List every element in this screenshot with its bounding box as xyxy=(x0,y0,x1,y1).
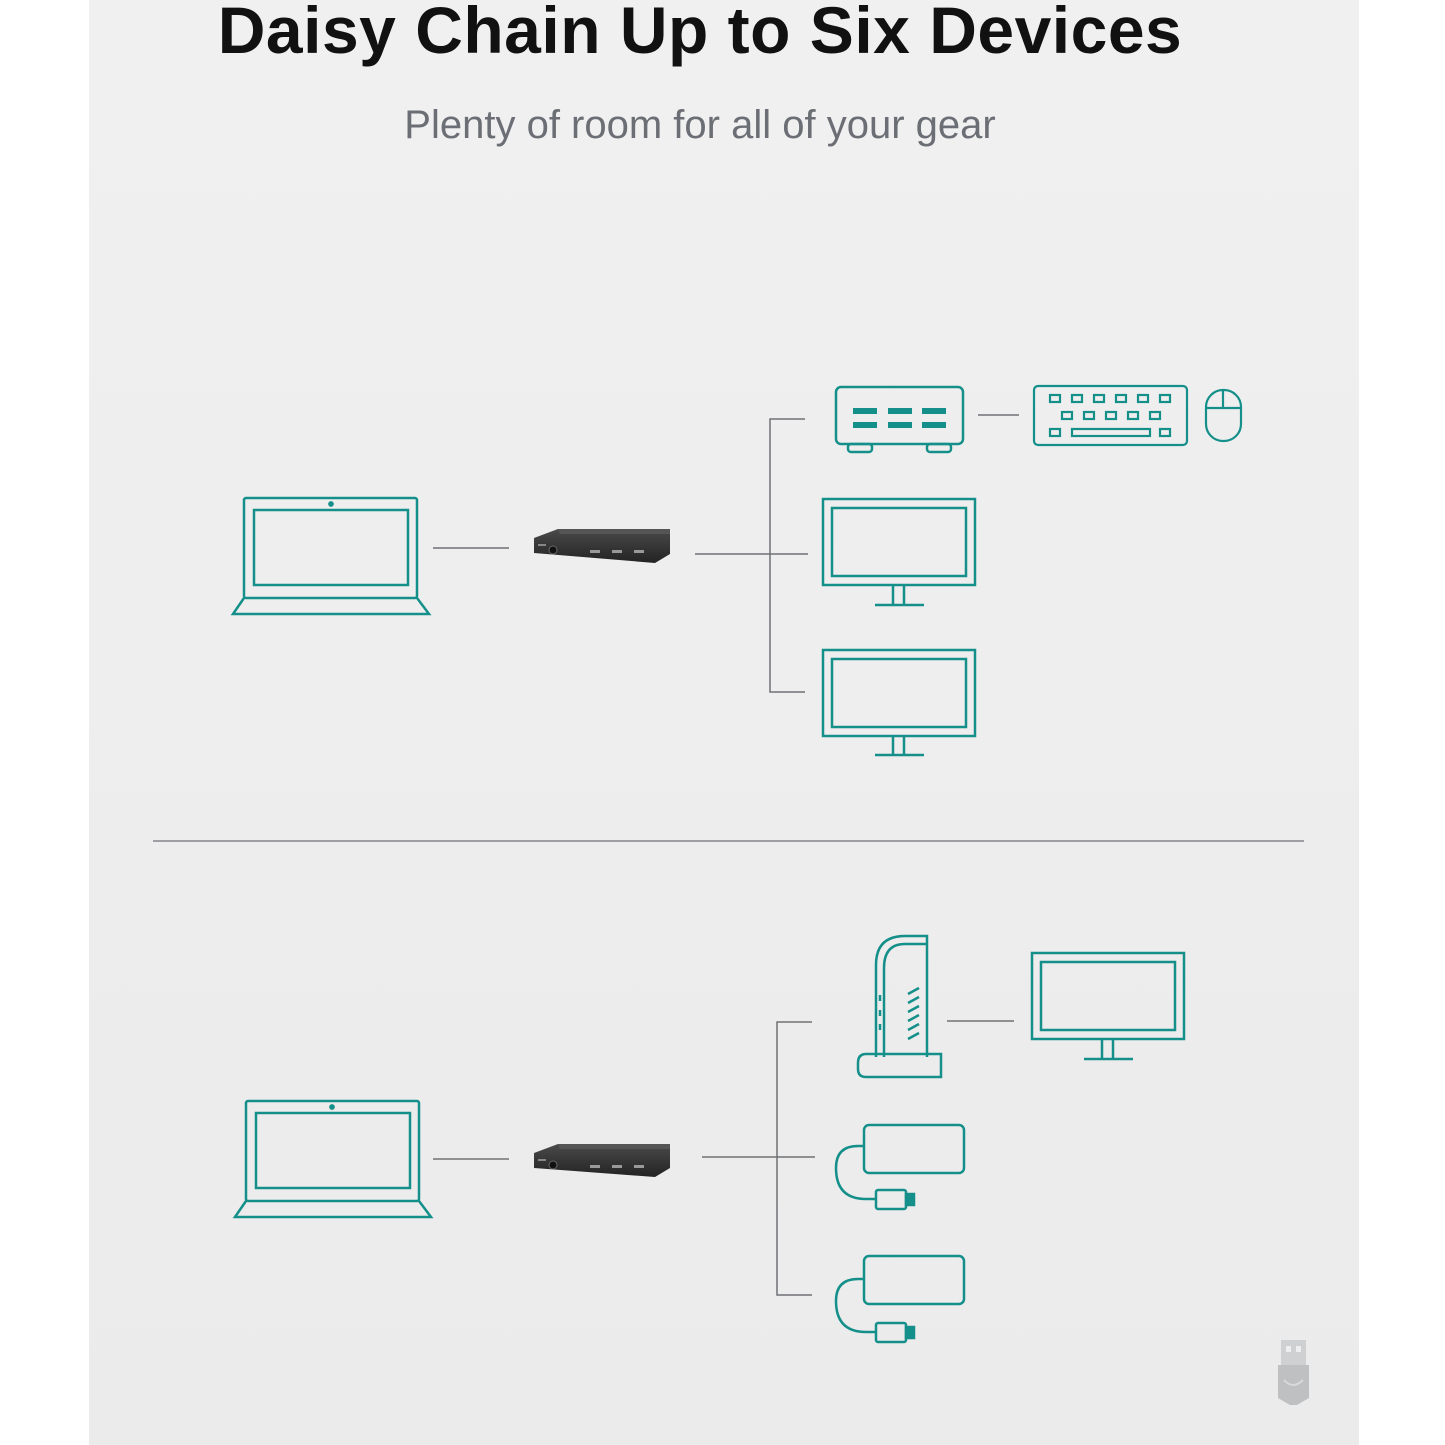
keyboard-icon xyxy=(1032,384,1189,447)
diagram-top xyxy=(230,384,1243,757)
external-drive-icon xyxy=(834,1123,966,1211)
laptop-icon xyxy=(232,1099,434,1219)
branch-lines xyxy=(695,414,1019,693)
monitor-icon xyxy=(821,497,977,607)
external-drive-icon xyxy=(834,1254,966,1344)
branch-lines xyxy=(702,1020,1014,1296)
thunderbolt-hub xyxy=(534,529,670,563)
laptop-icon xyxy=(230,496,432,616)
usb-hub-icon xyxy=(834,385,965,454)
thunderbolt-hub xyxy=(534,1144,670,1177)
page-title: Daisy Chain Up to Six Devices xyxy=(217,0,1183,67)
background-panel xyxy=(89,0,1359,1445)
monitor-icon xyxy=(821,648,977,757)
diagram-bottom xyxy=(232,934,1186,1344)
docking-station-icon xyxy=(856,934,943,1079)
page-subtitle: Plenty of room for all of your gear xyxy=(404,103,996,147)
monitor-icon xyxy=(1030,951,1186,1061)
usb-plug-icon xyxy=(1278,1340,1309,1405)
mouse-icon xyxy=(1204,388,1243,443)
